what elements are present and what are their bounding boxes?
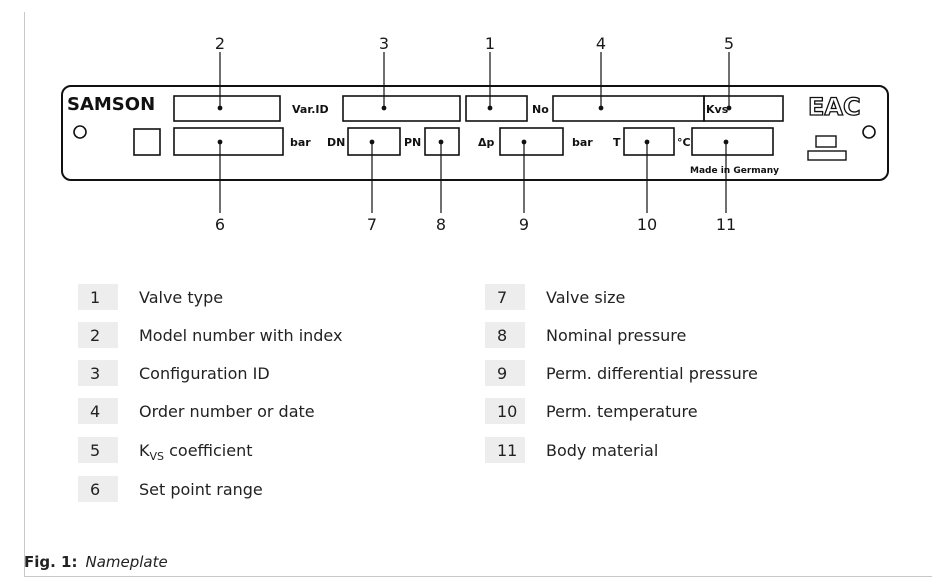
callout-4: 4	[596, 34, 606, 53]
callout-11: 11	[716, 215, 736, 234]
label-bar-dp: bar	[572, 136, 593, 149]
brand-samson: SAMSON	[67, 94, 155, 115]
legend-item: 2 Model number with index	[78, 322, 342, 348]
legend-item: 8 Nominal pressure	[485, 322, 686, 348]
legend-number: 5	[78, 437, 118, 463]
legend-text: Order number or date	[139, 401, 315, 421]
legend-text: Perm. temperature	[546, 401, 698, 421]
legend-number: 3	[78, 360, 118, 386]
nameplate-outline	[61, 85, 889, 181]
label-pn: PN	[404, 136, 421, 149]
legend-item: 5 KVS coefficient	[78, 437, 253, 463]
label-made-in-germany: Made in Germany	[690, 166, 779, 176]
label-t: T	[613, 136, 621, 149]
legend-number: 4	[78, 398, 118, 424]
legend-text: Perm. differential pressure	[546, 363, 758, 383]
callout-3: 3	[379, 34, 389, 53]
caption-label: Fig. 1:	[24, 553, 78, 571]
field-set-point-range	[173, 127, 284, 156]
callout-7: 7	[367, 215, 377, 234]
legend-text: Nominal pressure	[546, 325, 687, 345]
leaders-bottom	[219, 142, 727, 213]
figure-caption: Fig. 1: Nameplate	[24, 553, 168, 571]
field-nominal-pressure	[424, 127, 460, 156]
nameplate-diagram: SAMSON Var.ID No Kvs bar DN PN Δp bar T …	[61, 34, 889, 234]
figure-frame	[24, 12, 932, 577]
eac-mark: EAC	[808, 93, 861, 121]
legend-item: 9 Perm. differential pressure	[485, 360, 758, 386]
field-square	[133, 128, 161, 156]
legend-text: KVS coefficient	[139, 440, 253, 463]
legend-number: 6	[78, 476, 118, 502]
legend-text: Valve type	[139, 287, 224, 307]
mark-box-wide	[807, 150, 847, 161]
legend-text: Body material	[546, 440, 659, 460]
legend-number: 10	[485, 398, 525, 424]
legend-item: 6 Set point range	[78, 476, 263, 502]
legend-text: Valve size	[546, 287, 626, 307]
legend-item: 10 Perm. temperature	[485, 398, 698, 424]
legend-number: 8	[485, 322, 525, 348]
legend-number: 7	[485, 284, 525, 310]
caption-title: Nameplate	[85, 553, 168, 571]
legend-item: 7 Valve size	[485, 284, 625, 310]
callout-8: 8	[436, 215, 446, 234]
label-no: No	[532, 103, 549, 116]
legend-item: 4 Order number or date	[78, 398, 315, 424]
mark-box-small	[815, 135, 837, 148]
legend-text: Set point range	[139, 479, 263, 499]
legend-item: 3 Configuration ID	[78, 360, 270, 386]
label-dn: DN	[327, 136, 345, 149]
field-order-number	[552, 95, 705, 122]
legend-number: 1	[78, 284, 118, 310]
field-configuration-id	[342, 95, 461, 122]
field-temperature	[623, 127, 675, 156]
leader-dots-bottom	[217, 139, 729, 145]
legend-number: 9	[485, 360, 525, 386]
callout-2: 2	[215, 34, 225, 53]
field-valve-type	[465, 95, 528, 122]
field-body-material	[691, 127, 774, 156]
legend-number: 2	[78, 322, 118, 348]
legend-item: 11 Body material	[485, 437, 658, 463]
label-bar-top: bar	[290, 136, 311, 149]
label-degc: °C	[677, 136, 691, 149]
callout-6: 6	[215, 215, 225, 234]
field-model-number	[173, 95, 281, 122]
field-kvs	[703, 95, 784, 122]
mounting-hole-right	[862, 125, 876, 139]
legend-item: 1 Valve type	[78, 284, 223, 310]
leader-dots-top	[217, 105, 732, 111]
legend-number: 11	[485, 437, 525, 463]
label-kvs: Kvs	[706, 103, 729, 116]
label-var-id: Var.ID	[292, 103, 329, 116]
legend-text: Configuration ID	[139, 363, 270, 383]
callout-1: 1	[485, 34, 495, 53]
mounting-hole-left	[73, 125, 87, 139]
callout-5: 5	[724, 34, 734, 53]
leaders-top	[219, 52, 730, 108]
label-dp: Δp	[478, 136, 495, 149]
legend-text: Model number with index	[139, 325, 343, 345]
callout-10: 10	[637, 215, 657, 234]
field-diff-pressure	[499, 127, 564, 156]
field-valve-size	[347, 127, 401, 156]
callout-9: 9	[519, 215, 529, 234]
